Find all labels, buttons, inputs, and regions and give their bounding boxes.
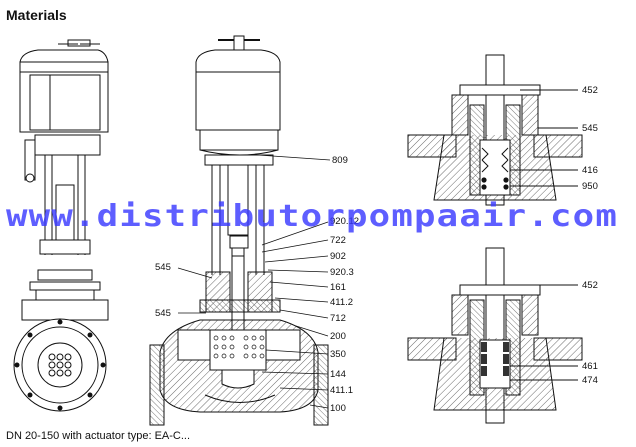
- page-title: Materials: [6, 7, 67, 23]
- callout-411-2: 411.2: [330, 297, 353, 308]
- callout-452-top: 452: [582, 85, 598, 96]
- callout-144: 144: [330, 369, 346, 380]
- callouts-detail-bottom: 452 461 474: [582, 280, 598, 386]
- callout-474: 474: [582, 375, 598, 386]
- callout-416: 416: [582, 165, 598, 176]
- callout-950: 950: [582, 181, 598, 192]
- leader-lines: [177, 154, 331, 409]
- side-view: [13, 39, 109, 412]
- callouts-detail-top: 452 545 416 950: [582, 85, 598, 192]
- callout-545-lower: 545: [155, 308, 171, 319]
- callouts-main: 809 920.12 722 902 920.3 161 411.2 712 2…: [155, 155, 359, 414]
- callout-545-upper: 545: [155, 262, 171, 273]
- callout-722: 722: [330, 235, 346, 246]
- callout-200: 200: [330, 331, 346, 342]
- callout-350: 350: [330, 349, 346, 360]
- callout-461: 461: [582, 361, 598, 372]
- callout-452-bottom: 452: [582, 280, 598, 291]
- detail-top: [407, 54, 583, 206]
- callout-920-3: 920.3: [330, 267, 354, 278]
- callout-809: 809: [332, 155, 348, 166]
- callout-712: 712: [330, 313, 346, 324]
- callout-920-12: 920.12: [330, 216, 359, 227]
- callout-161: 161: [330, 282, 346, 293]
- callout-100: 100: [330, 403, 346, 414]
- watermark-text: www.distributorpompaair.com: [6, 199, 618, 234]
- detail-bottom: [407, 247, 583, 424]
- section-view: [149, 35, 329, 426]
- figure-caption: DN 20-150 with actuator type: EA-C...: [6, 430, 191, 442]
- callout-545-detail: 545: [582, 123, 598, 134]
- callout-902: 902: [330, 251, 346, 262]
- callout-411-1: 411.1: [330, 385, 353, 396]
